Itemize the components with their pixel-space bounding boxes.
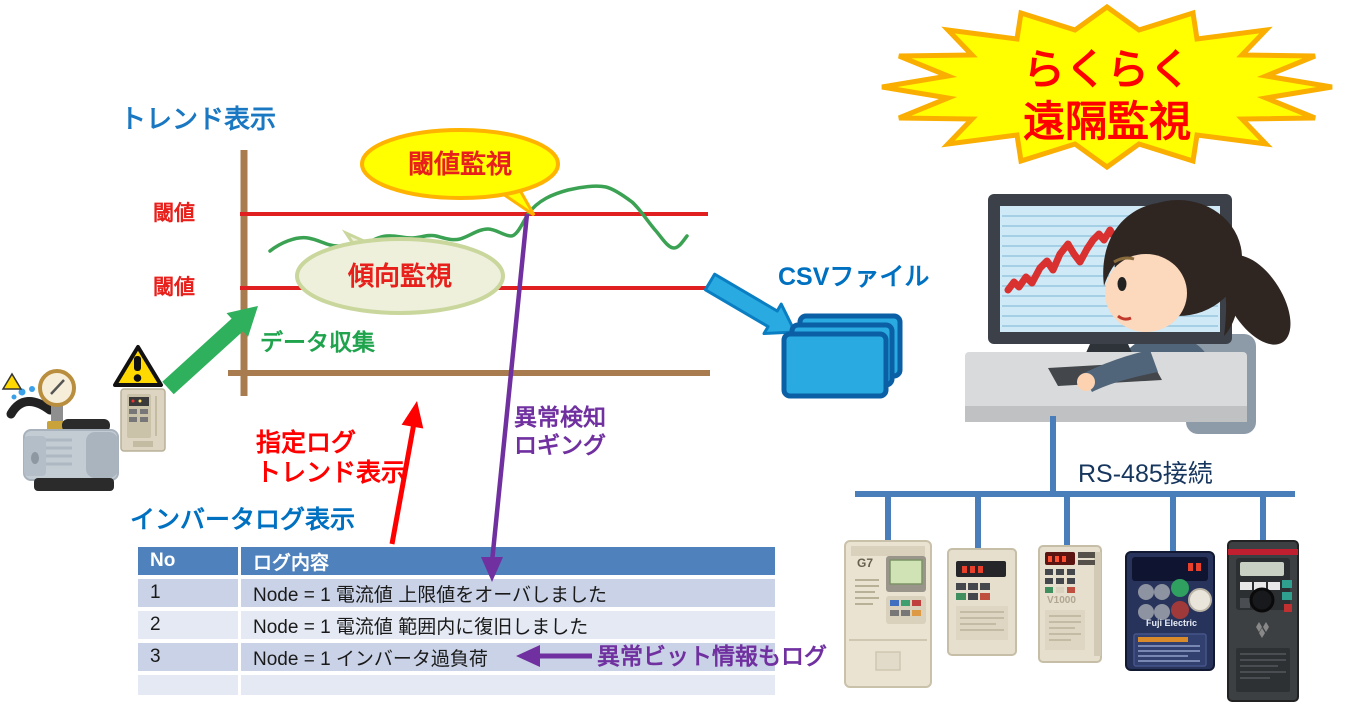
log-table-row: 2 Node = 1 電流値 範囲内に復旧しました (138, 611, 775, 639)
data-collection-arrow (162, 306, 258, 395)
log-row-no-empty (138, 675, 238, 695)
log-row-content: Node = 1 電流値 範囲内に復旧しました (241, 611, 775, 639)
log-row-content: Node = 1 電流値 上限値をオーバしました (241, 579, 775, 607)
log-table-header-row: No ログ内容 (138, 547, 775, 575)
anomaly-logging-label: 異常検知 ロギング (514, 404, 606, 458)
designated-log-label: 指定ログ トレンド表示 (256, 429, 407, 487)
operator-illustration (965, 194, 1291, 434)
pump-illustration (1, 369, 119, 491)
abnormal-bit-note: 異常ビット情報もログ (597, 643, 827, 669)
warning-icon (113, 345, 163, 387)
log-row-no: 2 (138, 611, 238, 639)
data-collection-label: データ収集 (260, 329, 375, 355)
inverter-device-fuji (1125, 551, 1215, 671)
inverter-log-title: インバータログ表示 (130, 506, 356, 534)
threshold-bubble-label: 閾値監視 (407, 149, 512, 179)
inverter-log-table: No ログ内容 1 Node = 1 電流値 上限値をオーバしました 2 Nod… (138, 547, 775, 695)
csv-file-label: CSVファイル (778, 263, 930, 291)
log-row-content: Node = 1 インバータ過負荷 (241, 643, 775, 671)
csv-files-icon (781, 313, 903, 399)
log-table-empty-row (138, 675, 775, 695)
log-row-content-empty (241, 675, 775, 695)
log-table-row: 1 Node = 1 電流値 上限値をオーバしました (138, 579, 775, 607)
trend-display-title: トレンド表示 (120, 104, 277, 134)
lower-threshold-label: 閾値 (153, 276, 195, 299)
inverter-device-2 (947, 548, 1017, 656)
inverter-device-mitsubishi (1227, 540, 1299, 702)
log-row-no: 1 (138, 579, 238, 607)
log-table-row: 3 Node = 1 インバータ過負荷 (138, 643, 775, 671)
burst-title-line1: らくらく (1022, 46, 1191, 93)
log-table-header-no: No (138, 547, 238, 575)
small-inverter-photo (120, 388, 166, 452)
burst-title-line2: 遠隔監視 (1022, 98, 1191, 145)
device-g7-label: G7 (857, 556, 874, 570)
rs485-label: RS-485接続 (1078, 460, 1213, 488)
device-fuji-label: Fuji Electric (1146, 618, 1198, 628)
log-table-header-content: ログ内容 (241, 547, 775, 575)
network-bus-lines (855, 416, 1295, 554)
log-row-no: 3 (138, 643, 238, 671)
upper-threshold-label: 閾値 (153, 202, 195, 225)
trend-bubble-label: 傾向監視 (347, 261, 452, 291)
trend-curve (268, 184, 689, 253)
device-v1000-label: V1000 (1047, 595, 1076, 606)
